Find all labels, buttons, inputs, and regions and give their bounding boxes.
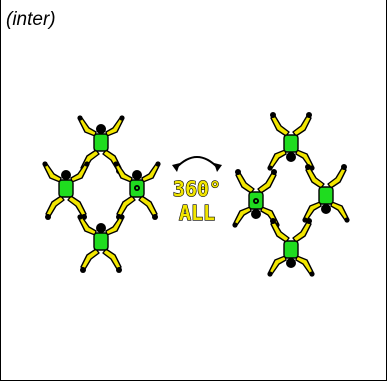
skydiver-left — [41, 160, 91, 221]
rotation-indicator — [172, 156, 222, 172]
left-diamond-formation — [41, 114, 160, 274]
rotation-all-label: ALL — [179, 201, 215, 225]
skydiver-top — [266, 111, 316, 172]
skydiver-bottom — [76, 213, 126, 274]
rotation-arrow-icon — [175, 156, 219, 169]
skydiver-right — [301, 163, 351, 224]
rotation-degrees-label: 360° — [173, 177, 221, 201]
right-diamond-formation — [232, 111, 351, 278]
skydiver-bottom — [266, 217, 316, 278]
caption: (inter) — [6, 9, 56, 30]
skydiver-right — [113, 161, 160, 220]
